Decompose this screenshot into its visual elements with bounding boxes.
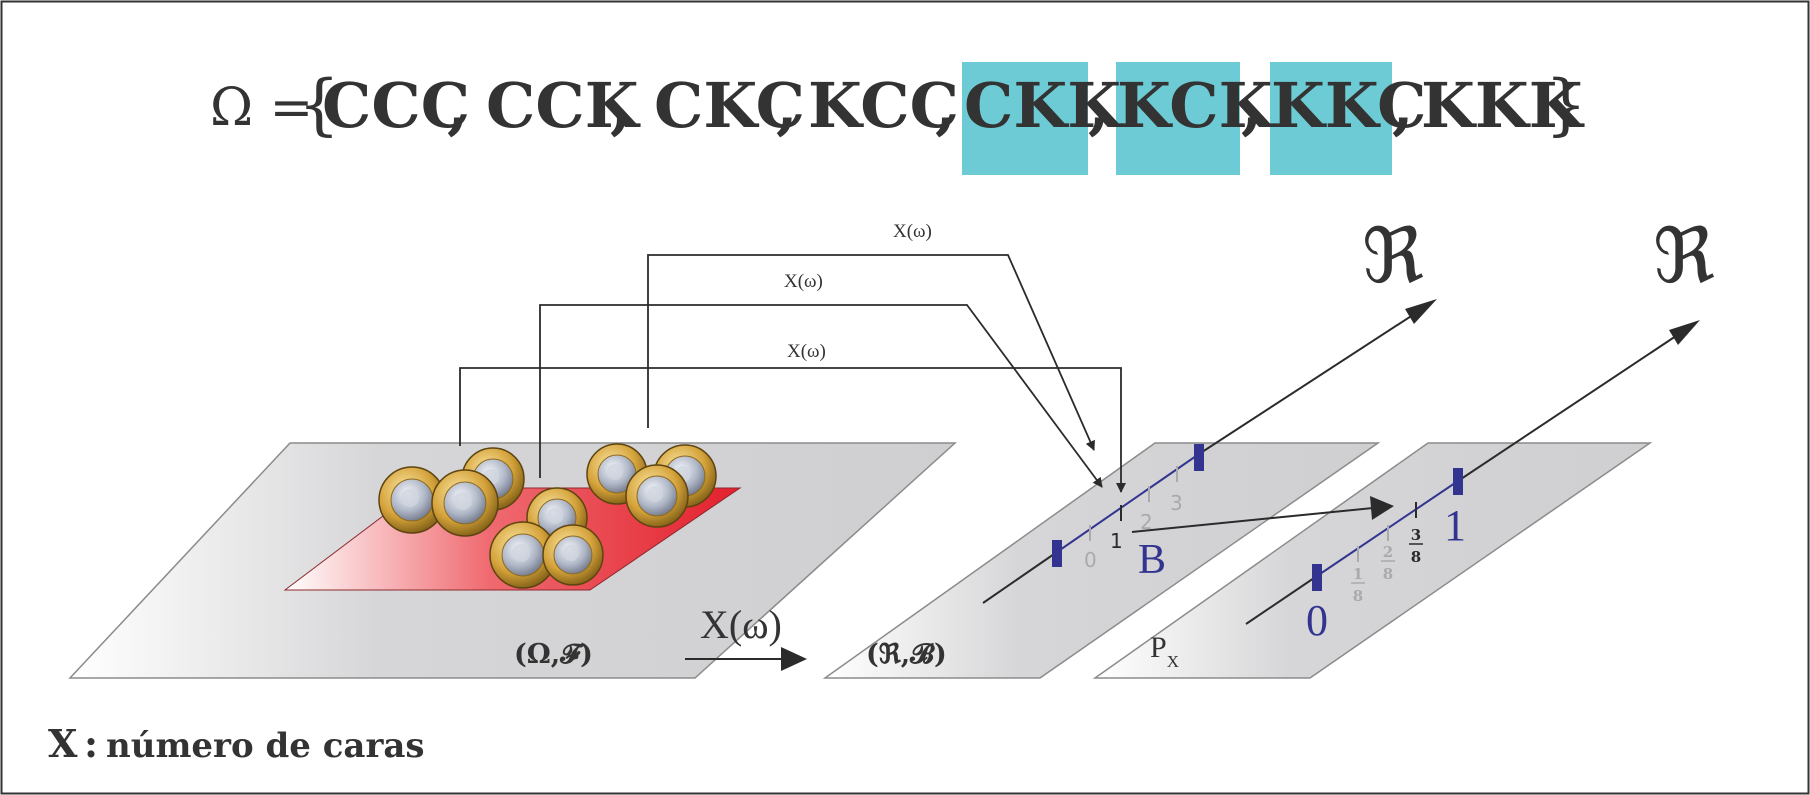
highlight-box-kck [1116, 62, 1240, 175]
footer-variable: X [48, 721, 78, 766]
open-brace: { [298, 66, 340, 143]
set-b-label: B [1138, 537, 1166, 583]
prob-tick-den-1: 8 [1353, 587, 1363, 605]
coins-group [378, 443, 717, 589]
prob-tick-den-2: 8 [1383, 565, 1393, 583]
prob-axis-symbol: ℜ [1653, 211, 1715, 300]
prob-axis-start-label: 0 [1306, 596, 1328, 645]
coin-icon [625, 464, 689, 528]
outcome-kkc: KKC [1271, 69, 1426, 142]
comma: , [776, 69, 798, 142]
real-axis-left-segment [982, 551, 1058, 604]
prob-tick-den-3: 8 [1411, 548, 1421, 566]
mapping-arrow-2 [539, 304, 1103, 488]
real-axis-arrowhead [1405, 299, 1437, 324]
real-axis-symbol: ℜ [1362, 211, 1424, 300]
outcome-kkk: KKK [1421, 69, 1585, 142]
real-plane-label: (ℜ,𝓑) [866, 639, 947, 670]
prob-axis-right-segment [1457, 329, 1686, 482]
footer-description: número de caras [106, 726, 425, 766]
real-axis-interval-start [1052, 540, 1062, 567]
real-tick-label-3: 3 [1170, 491, 1183, 515]
prob-tick-num-3: 3 [1411, 526, 1421, 544]
outcome-ckc: CKC [654, 69, 805, 142]
comma: , [935, 69, 957, 142]
comma: , [447, 69, 469, 142]
prob-axis-interval-end [1453, 468, 1463, 495]
omega-equals: Ω = [210, 78, 313, 138]
coin-icon [431, 469, 499, 537]
outcome-cck: CCK [486, 69, 641, 142]
outcome-kcc: KCC [808, 69, 959, 142]
coin-icon [542, 524, 604, 586]
main-mapping-label: X(ω) [700, 602, 782, 647]
mapping-label-3: X(ω) [893, 221, 932, 242]
prob-axis-interval-start [1312, 564, 1322, 591]
real-axis-interval-end [1194, 444, 1204, 471]
probability-plane [1092, 442, 1653, 679]
mapping-arrow-1 [459, 367, 1126, 493]
highlight-box-kkc [1270, 62, 1392, 175]
prob-plane-label-main: P [1150, 631, 1167, 664]
outcome-ccc: CCC [322, 69, 470, 142]
prob-tick-num-2: 2 [1383, 543, 1393, 561]
main-mapping-arrowhead [781, 647, 807, 671]
probability-mapping-arrowhead [1370, 496, 1394, 520]
real-tick-label-0: 0 [1084, 548, 1097, 572]
prob-axis-end-label: 1 [1444, 501, 1466, 550]
real-plane [822, 442, 1381, 679]
mapping-label-2: X(ω) [784, 271, 823, 292]
real-axis-blue-segment [1056, 453, 1200, 553]
real-axis-right-segment [1198, 308, 1423, 455]
probability-axis: 1 8 2 8 3 8 0 1 ℜ [1245, 211, 1715, 645]
sample-space-title: Ω = { CCC , CCK , CKC , KCC , CKK , KCK … [210, 62, 1587, 175]
footer-colon: : [84, 721, 98, 766]
real-axis: 0 1 2 3 B ℜ [982, 211, 1437, 604]
mapping-label-1: X(ω) [787, 341, 826, 362]
highlight-box-ckk [962, 62, 1088, 175]
comma: , [1392, 69, 1414, 142]
prob-tick-num-1: 1 [1353, 565, 1363, 583]
real-tick-label-2: 2 [1140, 510, 1153, 534]
coin-icon [378, 466, 446, 534]
comma: , [1241, 69, 1263, 142]
mapping-connectors [459, 254, 1126, 493]
prob-axis-arrowhead [1669, 320, 1700, 345]
outcome-ckk: CKK [964, 69, 1123, 142]
close-brace: } [1545, 66, 1587, 143]
prob-axis-left-segment [1245, 575, 1318, 625]
mapping-arrow-3 [647, 254, 1095, 451]
prob-plane-label: PX [1150, 631, 1179, 671]
outcome-kck: KCK [1117, 69, 1275, 142]
sample-plane-label: (Ω,𝓕) [514, 639, 593, 670]
real-tick-label-1: 1 [1110, 529, 1123, 553]
comma: , [610, 69, 632, 142]
footer-definition: X : número de caras [48, 721, 425, 766]
probability-mapping-arrow [1131, 507, 1374, 533]
prob-plane-label-sub: X [1167, 652, 1179, 671]
comma: , [1088, 69, 1110, 142]
